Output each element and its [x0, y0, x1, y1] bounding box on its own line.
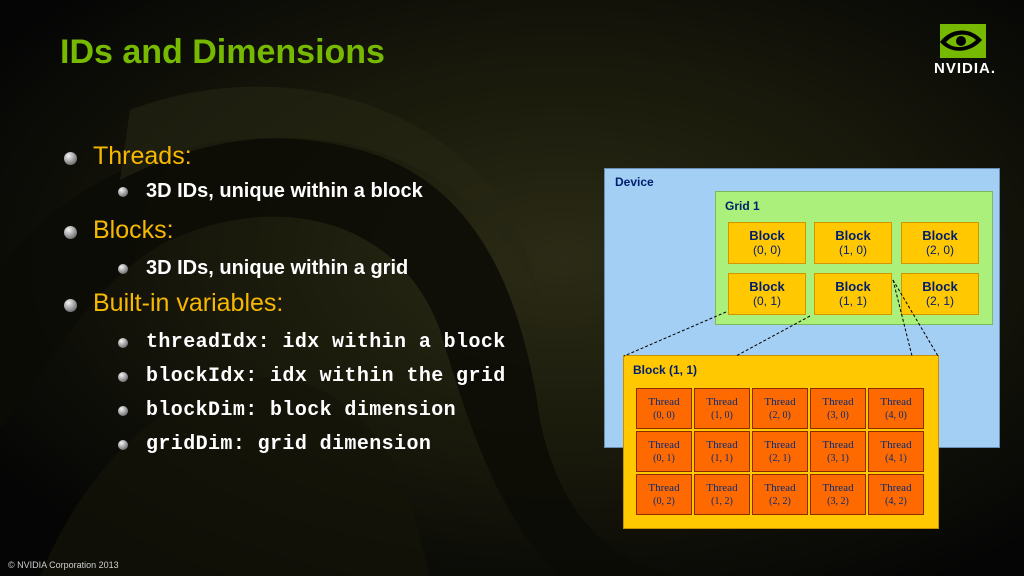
thread-word: Thread	[648, 482, 680, 494]
nvidia-logo-text: NVIDIA.	[933, 60, 996, 77]
sub-bullet-dot	[118, 372, 128, 382]
thread-word: Thread	[880, 396, 912, 408]
thread-cell: Thread (0, 0)	[636, 388, 692, 429]
thread-index: (0, 1)	[653, 453, 675, 464]
thread-cell: Thread (0, 2)	[636, 474, 692, 515]
thread-index: (0, 2)	[653, 496, 675, 507]
sub-bullet-griddim: gridDim: grid dimension	[146, 433, 432, 456]
device-label: Device	[615, 175, 654, 189]
thread-index: (2, 1)	[769, 453, 791, 464]
thread-index: (0, 0)	[653, 410, 675, 421]
thread-index: (3, 1)	[827, 453, 849, 464]
block-0-0: Block(0, 0)	[728, 222, 806, 264]
block-1-0: Block(1, 0)	[814, 222, 892, 264]
sub-bullet-blockidx: blockIdx: idx within the grid	[146, 365, 506, 388]
thread-cell: Thread (1, 2)	[694, 474, 750, 515]
bullet-dot	[64, 226, 77, 239]
thread-word: Thread	[880, 482, 912, 494]
thread-cell: Thread (4, 0)	[868, 388, 924, 429]
thread-word: Thread	[706, 482, 738, 494]
sub-bullet-dot	[118, 338, 128, 348]
thread-word: Thread	[764, 439, 796, 451]
copyright-footer: © NVIDIA Corporation 2013	[8, 560, 119, 570]
thread-word: Thread	[880, 439, 912, 451]
thread-cell: Thread (1, 1)	[694, 431, 750, 472]
thread-word: Thread	[764, 482, 796, 494]
thread-word: Thread	[764, 396, 796, 408]
thread-word: Thread	[648, 439, 680, 451]
sub-bullet-dot	[118, 187, 128, 197]
thread-index: (1, 0)	[711, 410, 733, 421]
sub-bullet-dot	[118, 406, 128, 416]
thread-word: Thread	[822, 482, 854, 494]
block-1-1: Block(1, 1)	[814, 273, 892, 315]
thread-word: Thread	[648, 396, 680, 408]
thread-word: Thread	[822, 396, 854, 408]
thread-cell: Thread (2, 0)	[752, 388, 808, 429]
bullet-threads: Threads:	[93, 142, 192, 170]
block-2-0: Block(2, 0)	[901, 222, 979, 264]
bullet-blocks: Blocks:	[93, 216, 174, 244]
thread-cell: Thread (1, 0)	[694, 388, 750, 429]
block-detail-box: Block (1, 1) Thread(0, 0)Thread(1, 0)Thr…	[623, 355, 939, 529]
bullet-dot	[64, 299, 77, 312]
sub-bullet-threadidx: threadIdx: idx within a block	[146, 331, 506, 354]
block-2-1: Block(2, 1)	[901, 273, 979, 315]
bullet-builtin-vars: Built-in variables:	[93, 289, 284, 317]
thread-index: (3, 0)	[827, 410, 849, 421]
bullet-dot	[64, 152, 77, 165]
thread-cell: Thread (4, 2)	[868, 474, 924, 515]
thread-index: (1, 2)	[711, 496, 733, 507]
thread-cell: Thread (2, 2)	[752, 474, 808, 515]
sub-bullet-blockdim: blockDim: block dimension	[146, 399, 457, 422]
thread-cell: Thread (0, 1)	[636, 431, 692, 472]
thread-cell: Thread (2, 1)	[752, 431, 808, 472]
slide-title: IDs and Dimensions	[60, 33, 385, 71]
sub-bullet-dot	[118, 440, 128, 450]
block-detail-label: Block (1, 1)	[633, 363, 698, 377]
grid-label: Grid 1	[725, 199, 760, 213]
thread-index: (3, 2)	[827, 496, 849, 507]
thread-word: Thread	[706, 439, 738, 451]
thread-cell: Thread (3, 1)	[810, 431, 866, 472]
thread-index: (4, 0)	[885, 410, 907, 421]
thread-index: (2, 2)	[769, 496, 791, 507]
thread-index: (1, 1)	[711, 453, 733, 464]
thread-index: (4, 2)	[885, 496, 907, 507]
thread-cell: Thread (4, 1)	[868, 431, 924, 472]
thread-word: Thread	[822, 439, 854, 451]
block-0-1: Block(0, 1)	[728, 273, 806, 315]
thread-word: Thread	[706, 396, 738, 408]
sub-bullet-threads-ids: 3D IDs, unique within a block	[146, 180, 423, 202]
thread-cell: Thread (3, 2)	[810, 474, 866, 515]
thread-cell: Thread (3, 0)	[810, 388, 866, 429]
thread-index: (2, 0)	[769, 410, 791, 421]
nvidia-eye-icon	[940, 24, 986, 58]
sub-bullet-blocks-ids: 3D IDs, unique within a grid	[146, 257, 409, 279]
thread-index: (4, 1)	[885, 453, 907, 464]
sub-bullet-dot	[118, 264, 128, 274]
grid-box: Grid 1 Block(0, 0) Block(1, 0) Block(2, …	[715, 191, 993, 325]
